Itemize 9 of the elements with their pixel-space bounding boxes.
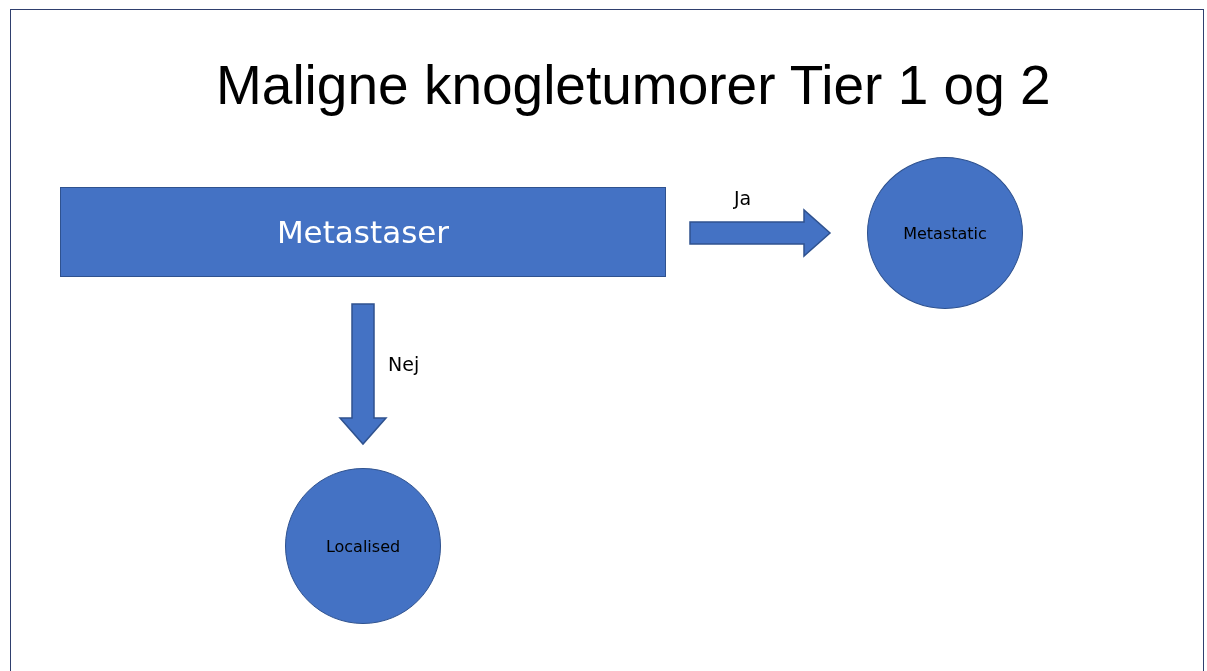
node-label: Localised — [325, 536, 401, 556]
node-label: Metastatic — [903, 223, 987, 243]
node-label: Metastaser — [276, 214, 450, 250]
edge-label: Ja — [734, 189, 752, 208]
title: Maligne knogletumorer Tier 1 og 2 — [216, 53, 1051, 118]
process-box — [60, 187, 666, 277]
block-arrow — [338, 303, 388, 446]
block-arrow — [689, 208, 832, 258]
edge-label: Nej — [388, 355, 420, 374]
